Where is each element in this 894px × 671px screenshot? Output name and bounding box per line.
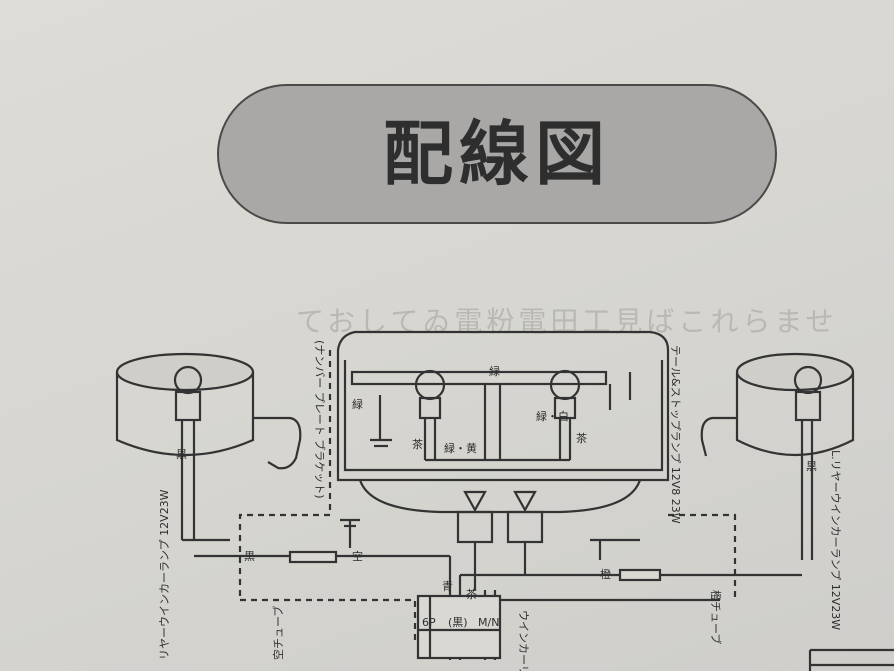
winker-relay-label: ウインカーリレー (517, 610, 530, 671)
number-plate-bracket-label: (ナンバー プレート ブラケット) (313, 340, 327, 499)
wire-label-sky: 空 (352, 549, 363, 563)
wire-label-green-white: 緑・白 (536, 409, 569, 423)
connector-6p-label: 6P (422, 616, 436, 629)
page-title: 配線図 (383, 113, 611, 195)
wire-label-black-left: 黒 (176, 448, 187, 461)
wire-label-green: 緑 (352, 397, 363, 411)
wire-label-brown-right: 茶 (576, 432, 587, 445)
rear-winker-lamp-right-label: リヤーウインカーランプ 12V23W (158, 489, 171, 660)
harness-wires (182, 518, 894, 671)
bracket-outline (238, 350, 737, 640)
wire-label-brown-relay: 茶 (466, 588, 477, 601)
left-winker-lamp (115, 352, 302, 540)
tail-stop-lamp-label: テール&ストップランプ 12V8 23W (669, 345, 682, 524)
relay-mn-label: M/N (478, 616, 499, 629)
wire-label-green-top: 緑 (489, 364, 500, 378)
wire-label-brown: 茶 (412, 438, 423, 451)
right-winker-lamp (700, 352, 855, 560)
tail-stop-lamp-assembly (336, 330, 670, 590)
wire-label-blue: 青 (442, 580, 453, 593)
wire-label-black-right: 黒 (806, 460, 817, 473)
wire-label-orange: 橙 (600, 567, 611, 581)
sky-tube-label: 空チューブ (271, 606, 285, 660)
relay-mark-label: (黒) (448, 616, 468, 629)
wire-label-green-yellow: 緑・黄 (444, 441, 477, 455)
orange-tube-label: 橙チューブ (709, 590, 723, 644)
rear-winker-lamp-left-label: L.リヤーウインカーランプ 12V23W (829, 450, 842, 630)
wire-label-black-harness: 黒 (244, 550, 255, 563)
title-banner (217, 84, 777, 224)
